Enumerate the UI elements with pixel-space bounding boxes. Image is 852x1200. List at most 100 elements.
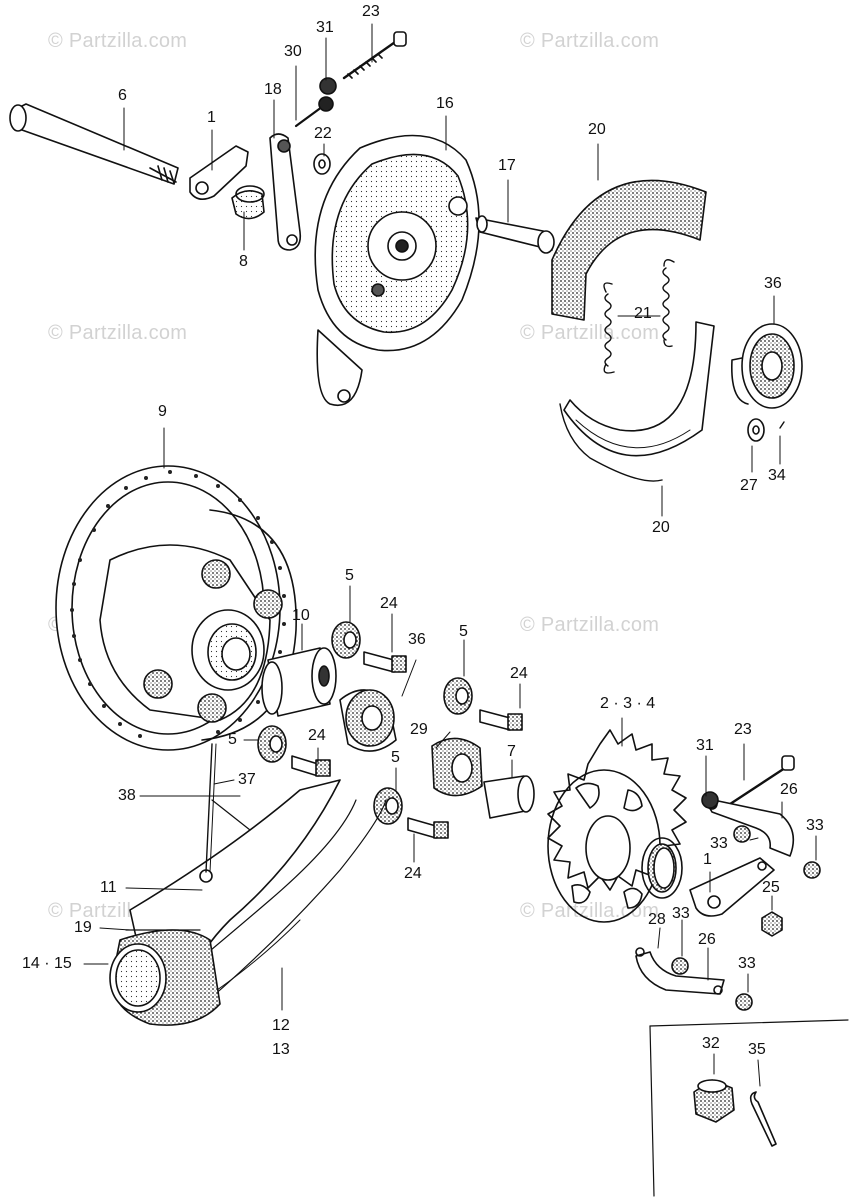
lock-plate-26-bottom xyxy=(635,947,725,995)
callout-7: 7 xyxy=(507,743,516,760)
callout-23: 23 xyxy=(734,721,752,738)
callout-6: 6 xyxy=(118,87,127,104)
callout-23: 23 xyxy=(362,3,380,20)
callout-24: 24 xyxy=(308,727,326,744)
callout-24: 24 xyxy=(404,865,422,882)
nut-33-c xyxy=(671,957,689,975)
return-springs xyxy=(603,259,675,374)
bolt-30 xyxy=(294,96,334,128)
callout-1: 1 xyxy=(207,109,216,126)
callout-36: 36 xyxy=(408,631,426,648)
callout-11: 11 xyxy=(100,879,117,896)
damper-5-b xyxy=(443,677,473,715)
callout-33: 33 xyxy=(672,905,690,922)
callout-33: 33 xyxy=(738,955,756,972)
watermark: © Partzilla.com xyxy=(48,322,188,344)
nut-31-top xyxy=(319,77,337,95)
callout-5: 5 xyxy=(391,749,400,766)
callout-5: 5 xyxy=(459,623,468,640)
washer-22 xyxy=(313,153,331,175)
callout-17: 17 xyxy=(498,157,516,174)
inset-box xyxy=(649,1019,849,1197)
brake-panel xyxy=(314,134,480,407)
bolt-23-right xyxy=(722,755,795,810)
nut-33-b xyxy=(803,861,821,879)
callout-24: 24 xyxy=(510,665,528,682)
swing-arm xyxy=(109,779,387,1026)
sprocket xyxy=(547,729,687,923)
callout-32: 32 xyxy=(702,1035,720,1052)
callout-12-13: 12 13 xyxy=(272,1017,290,1058)
axle xyxy=(9,103,179,185)
watermark: © Partzilla.com xyxy=(520,30,660,52)
callout-5: 5 xyxy=(228,731,237,748)
callout-38: 38 xyxy=(118,787,136,804)
callout-37: 37 xyxy=(238,771,256,788)
callout-26: 26 xyxy=(780,781,798,798)
damper-5-d xyxy=(373,787,403,825)
brake-arm xyxy=(269,133,302,251)
cotter-pin-35 xyxy=(749,1091,777,1147)
callout-20: 20 xyxy=(652,519,670,536)
callout-35: 35 xyxy=(748,1041,766,1058)
callout-1: 1 xyxy=(703,851,712,868)
callout-16: 16 xyxy=(436,95,454,112)
torque-arm-top xyxy=(189,145,265,220)
brake-shoe-top xyxy=(551,179,707,321)
callout-14-15: 14 · 15 xyxy=(22,955,72,972)
callout-9: 9 xyxy=(158,403,167,420)
callout-27: 27 xyxy=(740,477,758,494)
callout-20: 20 xyxy=(588,121,606,138)
callout-2-3-4: 2 · 3 · 4 xyxy=(600,695,656,712)
callout-30: 30 xyxy=(284,43,302,60)
torque-arm-right xyxy=(689,857,775,917)
brake-cam xyxy=(475,215,555,254)
callout-25: 25 xyxy=(762,879,780,896)
rear-hub xyxy=(55,465,297,751)
nut-25 xyxy=(761,911,783,937)
callout-31: 31 xyxy=(316,19,334,36)
bearing-36-top xyxy=(731,323,803,409)
callout-22: 22 xyxy=(314,125,332,142)
damper-5-c xyxy=(257,725,287,763)
cotter-pin-34 xyxy=(779,421,785,429)
brake-rod xyxy=(205,743,251,873)
damper-5-a xyxy=(331,621,361,659)
callout-21: 21 xyxy=(634,305,652,322)
callout-28: 28 xyxy=(648,911,666,928)
collar-24-c xyxy=(291,755,331,777)
spacer-7 xyxy=(483,775,535,819)
brake-shoe-bottom xyxy=(559,321,715,482)
callout-10: 10 xyxy=(292,607,310,624)
callout-26: 26 xyxy=(698,931,716,948)
collar-24-a xyxy=(363,651,407,673)
collar-24-b xyxy=(479,709,523,731)
callout-24: 24 xyxy=(380,595,398,612)
watermark: © Partzilla.com xyxy=(520,322,660,344)
collar-29 xyxy=(431,737,483,797)
bolt-23-top xyxy=(342,31,407,80)
bearing-36-middle xyxy=(339,689,397,752)
spacer-10 xyxy=(261,647,337,717)
circlip-ring xyxy=(641,837,683,899)
collar-24-d xyxy=(407,817,449,839)
callout-33: 33 xyxy=(806,817,824,834)
washer-27 xyxy=(747,418,765,442)
callout-19: 19 xyxy=(74,919,92,936)
watermark: © Partzilla.com xyxy=(48,30,188,52)
callout-29: 29 xyxy=(410,721,428,738)
callout-5: 5 xyxy=(345,567,354,584)
nut-33-a xyxy=(733,825,751,843)
castle-nut-32 xyxy=(693,1079,735,1123)
watermark: © Partzilla.com xyxy=(520,614,660,636)
callout-36: 36 xyxy=(764,275,782,292)
callout-33: 33 xyxy=(710,835,728,852)
callout-34: 34 xyxy=(768,467,786,484)
nut-33-d xyxy=(735,993,753,1011)
leader-lines xyxy=(83,23,817,1087)
callout-31: 31 xyxy=(696,737,714,754)
nut-31-right xyxy=(701,791,719,809)
callout-18: 18 xyxy=(264,81,282,98)
